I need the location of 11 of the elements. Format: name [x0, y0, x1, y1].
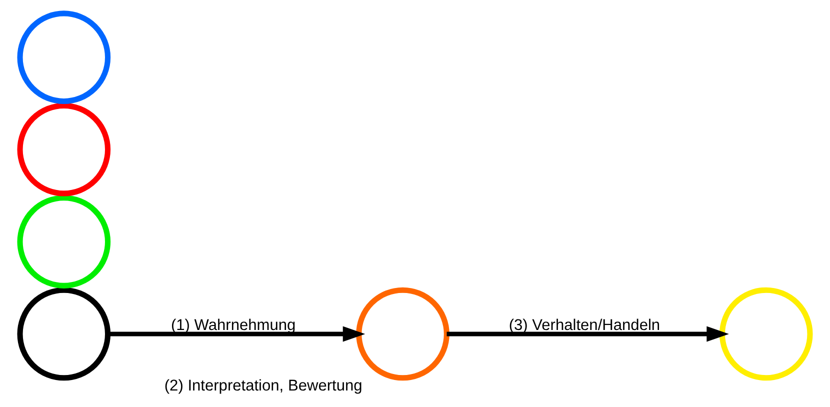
- node-label: (2) Interpretation, Bewertung: [164, 376, 362, 394]
- node-circle: [356, 286, 450, 380]
- node-circle: [17, 194, 111, 288]
- edge-label: (1) Wahrnehmung: [170, 316, 296, 334]
- node-circle: [17, 10, 111, 104]
- arrow: [108, 326, 366, 342]
- node-circle: [17, 102, 111, 196]
- node-circle: [17, 286, 111, 380]
- edge-label: (3) Verhalten/Handeln: [508, 316, 660, 334]
- node-circle: [719, 286, 813, 380]
- arrow: [446, 326, 729, 342]
